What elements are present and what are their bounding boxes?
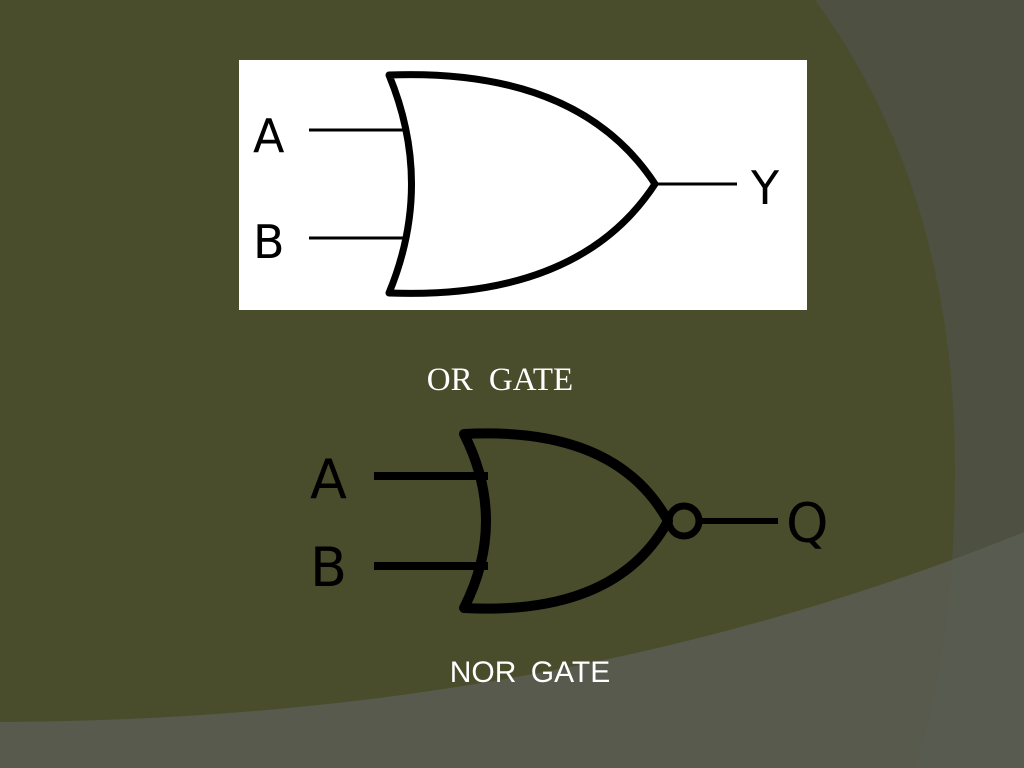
input-a-label: A [253, 109, 285, 163]
input-b-label: B [253, 215, 285, 269]
nor-gate-group: A B Q [296, 420, 856, 630]
nor-gate-body [459, 428, 673, 614]
or-gate-caption: OR GATE [426, 362, 574, 398]
nor-input-a-label: A [310, 448, 347, 511]
nor-inversion-bubble [665, 502, 703, 540]
or-gate-body [385, 71, 659, 297]
nor-gate-symbol: A B Q [310, 428, 829, 614]
output-y-label: Y [750, 161, 780, 215]
nor-gate-caption: NOR GATE [449, 656, 611, 689]
or-gate-panel: A B Y [239, 60, 807, 310]
nor-input-b-label: B [310, 536, 347, 599]
or-gate-symbol: A B Y [253, 71, 780, 297]
nor-output-q-label: Q [786, 492, 829, 555]
grey-band [0, 532, 1024, 768]
